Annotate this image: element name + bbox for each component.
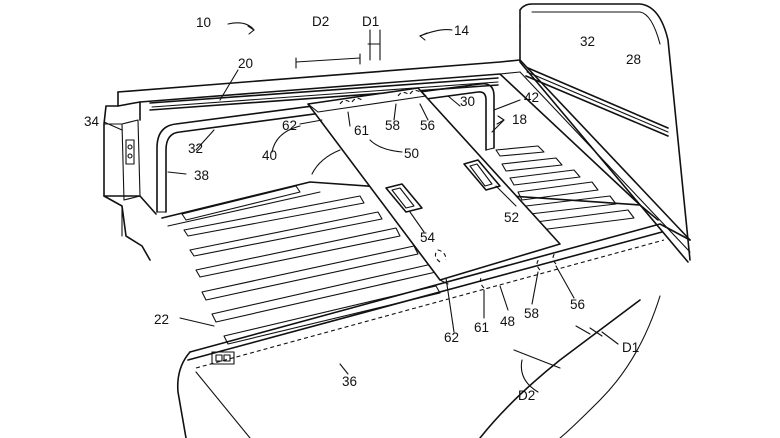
label-14: 14 <box>454 23 470 38</box>
bed-floor <box>161 145 659 345</box>
left-side-wall <box>103 91 157 261</box>
dimension-d1-top <box>367 29 381 61</box>
dimension-d2-bottom <box>513 349 561 393</box>
label-58-bottom: 58 <box>524 306 539 321</box>
label-34: 34 <box>84 114 100 129</box>
label-d2-top: D2 <box>312 14 329 29</box>
label-58-top: 58 <box>385 118 400 133</box>
label-d1-top: D1 <box>362 14 379 29</box>
label-d2-bottom: D2 <box>518 388 535 403</box>
label-61-bottom: 61 <box>474 320 489 335</box>
arrow-14 <box>419 32 428 41</box>
label-32-left: 32 <box>188 141 203 156</box>
label-61-top: 61 <box>354 123 369 138</box>
handle-52 <box>463 159 501 191</box>
label-10: 10 <box>196 15 211 30</box>
arrow-18 <box>496 115 505 125</box>
handle-54 <box>385 183 423 213</box>
bed-side-body <box>176 223 691 438</box>
label-56-top: 56 <box>420 118 435 133</box>
arrow-10 <box>247 25 255 35</box>
accessory-panel <box>307 87 561 285</box>
dimension-d1-bottom <box>575 325 619 345</box>
label-40: 40 <box>262 148 277 163</box>
label-54: 54 <box>420 230 436 245</box>
truck-cab <box>519 3 691 263</box>
label-62-bottom: 62 <box>444 330 459 345</box>
label-d1-bottom: D1 <box>622 340 639 355</box>
label-30: 30 <box>460 94 475 109</box>
label-52: 52 <box>504 210 519 225</box>
label-50: 50 <box>404 146 419 161</box>
dimension-d2-top <box>295 53 361 69</box>
label-20: 20 <box>238 56 253 71</box>
label-18: 18 <box>512 112 527 127</box>
label-28: 28 <box>626 52 641 67</box>
rail-track-side <box>525 67 669 137</box>
label-48: 48 <box>500 314 515 329</box>
label-56-bottom: 56 <box>570 297 585 312</box>
label-36: 36 <box>342 374 357 389</box>
label-22: 22 <box>154 312 169 327</box>
label-42: 42 <box>524 90 539 105</box>
label-32-right: 32 <box>580 34 595 49</box>
label-62-top: 62 <box>282 118 297 133</box>
label-38: 38 <box>194 168 209 183</box>
front-bulkhead <box>117 59 691 253</box>
leader-lines <box>103 22 575 375</box>
